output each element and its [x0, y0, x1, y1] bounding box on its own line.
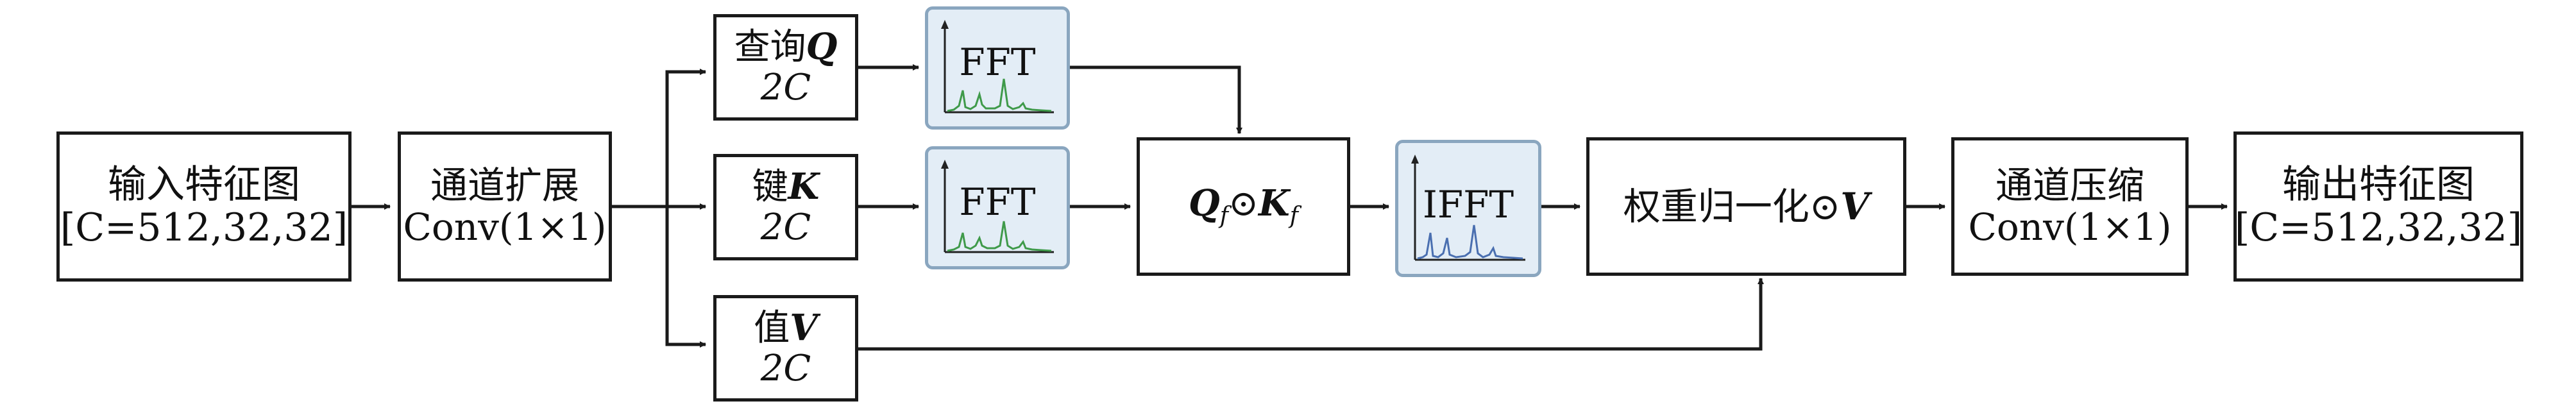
query-label: 查询Q	[734, 25, 838, 68]
output-feature-shape: [C=512,32,32]	[2234, 205, 2523, 250]
product-box: Qf⊙Kf	[1137, 137, 1350, 276]
arrow-to-query	[665, 69, 706, 207]
product-k: K	[1258, 182, 1290, 225]
value-name: 值	[754, 307, 790, 349]
fft-key-label: FFT	[959, 180, 1036, 224]
query-name: 查询	[734, 26, 806, 68]
fft-key-spectrum	[941, 160, 1054, 253]
key-dim: 2C	[760, 206, 811, 248]
fft-query-panel: FFT	[925, 6, 1070, 130]
input-feature-shape: [C=512,32,32]	[60, 205, 348, 250]
key-name: 键	[752, 165, 788, 208]
normalize-symbol: V	[1840, 184, 1870, 228]
product-q: Q	[1188, 182, 1220, 225]
fft-query-spectrum	[941, 20, 1054, 114]
output-feature-box: 输出特征图 [C=512,32,32]	[2233, 131, 2523, 282]
fft-query-curve	[947, 78, 1052, 112]
input-feature-box: 输入特征图 [C=512,32,32]	[56, 131, 352, 282]
value-box: 值V 2C	[713, 295, 858, 402]
arrow-fft-q-to-product	[1070, 65, 1242, 134]
fft-query-label: FFT	[959, 40, 1036, 84]
channel-compress-conv: Conv(1×1)	[1968, 205, 2172, 249]
ifft-label: IFFT	[1422, 183, 1514, 226]
arrow-value-to-normalize	[858, 278, 1764, 351]
value-symbol: V	[790, 306, 818, 349]
value-label: 值V	[754, 306, 818, 349]
channel-compress-box: 通道压缩 Conv(1×1)	[1951, 137, 2189, 276]
fft-query-y-arrowhead	[941, 20, 949, 29]
key-symbol: K	[788, 165, 820, 208]
channel-expand-title: 通道扩展	[430, 164, 579, 208]
ifft-curve	[1417, 224, 1523, 260]
channel-expand-conv: Conv(1×1)	[403, 205, 607, 249]
fft-key-curve	[947, 221, 1052, 252]
product-q-sub: f	[1219, 203, 1229, 230]
query-box: 查询Q 2C	[713, 14, 858, 121]
product-expression: Qf⊙Kf	[1189, 183, 1298, 230]
channel-compress-title: 通道压缩	[1995, 164, 2144, 208]
channel-expand-box: 通道扩展 Conv(1×1)	[398, 131, 612, 282]
normalize-text: 权重归一化⊙	[1623, 184, 1841, 228]
key-label: 键K	[752, 165, 820, 208]
product-operator: ⊙	[1228, 183, 1259, 225]
query-symbol: Q	[806, 25, 838, 68]
ifft-spectrum	[1411, 155, 1525, 261]
value-dim: 2C	[760, 347, 811, 389]
arrow-to-value	[665, 207, 706, 348]
query-dim: 2C	[760, 66, 811, 108]
key-box: 键K 2C	[713, 154, 858, 260]
fft-key-panel: FFT	[925, 146, 1070, 269]
normalize-label: 权重归一化⊙V	[1623, 184, 1870, 228]
normalize-box: 权重归一化⊙V	[1586, 137, 1906, 276]
ifft-panel: IFFT	[1395, 140, 1541, 277]
product-k-sub: f	[1289, 203, 1299, 230]
ifft-y-arrowhead	[1411, 155, 1419, 164]
fft-key-y-arrowhead	[941, 160, 949, 169]
output-feature-title: 输出特征图	[2282, 162, 2475, 207]
input-feature-title: 输入特征图	[108, 162, 300, 207]
